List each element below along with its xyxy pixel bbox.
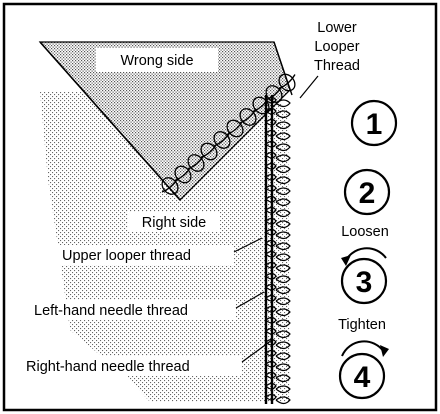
tension-dial-4: 4 [338, 340, 389, 400]
overlock-seam [264, 95, 291, 405]
tension-dial-1: 1 [350, 99, 398, 147]
dial-1-number: 1 [366, 108, 383, 141]
wrong-side-bg [96, 48, 218, 72]
tighten-label: Tighten [338, 317, 386, 333]
right-side-bg [128, 212, 220, 232]
tension-dial-2: 2 [343, 168, 391, 216]
dial-4-number: 4 [354, 361, 371, 394]
loosen-label: Loosen [341, 224, 389, 240]
right-needle-label: Right-hand needle thread [26, 359, 190, 375]
left-needle-label: Left-hand needle thread [34, 303, 188, 319]
loosen-arrow-head [341, 255, 351, 266]
dial-2-number: 2 [359, 177, 376, 210]
lower-looper-label-2: Looper [314, 39, 359, 55]
right-side-label: Right side [142, 215, 206, 231]
top-edge [273, 41, 293, 96]
dial-3-number: 3 [356, 266, 373, 299]
wrong-side-label: Wrong side [120, 53, 193, 69]
tension-dial-3: 3 [340, 247, 388, 305]
fold-edge [39, 41, 181, 201]
right-needle-leader [241, 339, 273, 363]
left-needle-bg [28, 300, 236, 320]
lower-looper-label-3: Thread [314, 58, 360, 74]
upper-looper-leader [233, 237, 263, 253]
right-needle-bg [20, 356, 242, 376]
tighten-arrow-head [380, 345, 389, 357]
left-needle-leader [235, 291, 265, 309]
upper-looper-label: Upper looper thread [62, 248, 191, 264]
lower-looper-label-1: Lower [317, 20, 357, 36]
tighten-arrow-arc [341, 340, 385, 357]
upper-looper-bg [56, 245, 234, 265]
lower-looper-leader [299, 75, 319, 99]
